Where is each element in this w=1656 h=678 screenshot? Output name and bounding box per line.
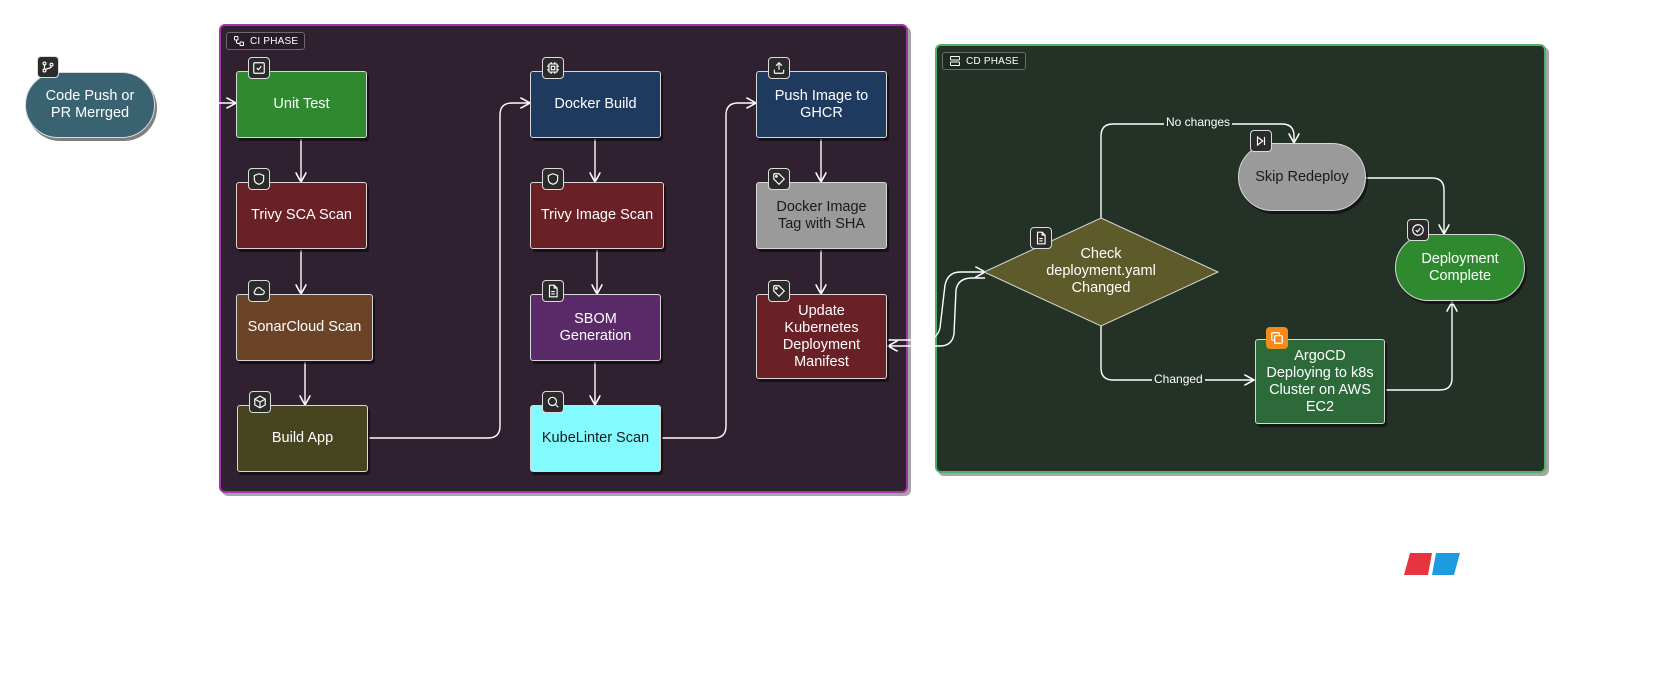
- skip-redeploy-icon-badge: [1250, 130, 1272, 152]
- sbom-label: SBOM Generation: [559, 310, 632, 344]
- update-manifest-node[interactable]: Update Kubernetes Deployment Manifest: [756, 294, 887, 379]
- push-image-icon-badge: [768, 57, 790, 79]
- deployment-complete-label: Deployment Complete: [1421, 250, 1499, 284]
- copy-icon: [1271, 332, 1283, 344]
- trigger-node[interactable]: Code Push or PR Merrged: [25, 72, 155, 138]
- trivy-image-icon-badge: [542, 168, 564, 190]
- workflow-icon: [234, 36, 244, 46]
- trivy-image-label: Trivy Image Scan: [540, 207, 654, 223]
- sbom-node[interactable]: SBOM Generation: [530, 294, 661, 361]
- trivy-image-node[interactable]: Trivy Image Scan: [530, 182, 664, 249]
- cloud-icon: [253, 287, 265, 296]
- edge-label-changed: Changed: [1152, 372, 1205, 386]
- unit-test-icon-badge: [248, 57, 270, 79]
- ci-phase-label-text: CI PHASE: [250, 35, 299, 47]
- argocd-label: ArgoCD Deploying to k8s Cluster on AWS E…: [1266, 347, 1374, 415]
- ci-phase-label: CI PHASE: [226, 32, 306, 50]
- argocd-icon-badge: [1266, 327, 1288, 349]
- git-branch-icon: [42, 61, 54, 73]
- trivy-sca-icon-badge: [248, 168, 270, 190]
- trivy-sca-label: Trivy SCA Scan: [251, 207, 352, 223]
- docker-tag-node[interactable]: Docker Image Tag with SHA: [756, 182, 887, 249]
- docker-build-label: Docker Build: [554, 96, 637, 112]
- skip-forward-icon: [1256, 135, 1266, 147]
- cpu-icon: [547, 62, 559, 74]
- trigger-label: Code Push or PR Merrged: [45, 88, 135, 121]
- unit-test-label: Unit Test: [273, 96, 330, 112]
- build-app-node[interactable]: Build App: [237, 405, 368, 472]
- tag-icon: [773, 285, 786, 298]
- package-icon: [254, 395, 266, 409]
- argocd-node[interactable]: ArgoCD Deploying to k8s Cluster on AWS E…: [1255, 339, 1385, 424]
- build-app-label: Build App: [271, 430, 334, 446]
- sbom-icon-badge: [542, 280, 564, 302]
- file-text-icon: [1036, 231, 1046, 245]
- update-manifest-label: Update Kubernetes Deployment Manifest: [782, 302, 861, 370]
- search-icon: [547, 396, 559, 408]
- kubelinter-label: KubeLinter Scan: [541, 430, 650, 446]
- update-manifest-icon-badge: [768, 280, 790, 302]
- check-circle-icon: [1412, 224, 1424, 236]
- docker-build-node[interactable]: Docker Build: [530, 71, 661, 138]
- shield-icon: [253, 173, 265, 185]
- push-image-label: Push Image to GHCR: [774, 87, 869, 121]
- trigger-icon-badge: [37, 56, 59, 78]
- unit-test-node[interactable]: Unit Test: [236, 71, 367, 138]
- server-icon: [950, 56, 960, 66]
- file-text-icon: [548, 284, 558, 298]
- trivy-sca-node[interactable]: Trivy SCA Scan: [236, 182, 367, 249]
- docker-tag-icon-badge: [768, 168, 790, 190]
- docker-build-icon-badge: [542, 57, 564, 79]
- kubelinter-node[interactable]: KubeLinter Scan: [530, 405, 661, 472]
- docker-tag-label: Docker Image Tag with SHA: [776, 198, 867, 232]
- skip-redeploy-node[interactable]: Skip Redeploy: [1238, 143, 1366, 211]
- skip-redeploy-label: Skip Redeploy: [1255, 168, 1349, 185]
- cd-phase-label-text: CD PHASE: [966, 55, 1019, 67]
- deployment-complete-icon-badge: [1407, 219, 1429, 241]
- edge-label-no-changes: No changes: [1164, 115, 1233, 129]
- push-image-node[interactable]: Push Image to GHCR: [756, 71, 887, 138]
- build-app-icon-badge: [249, 391, 271, 413]
- kubelinter-icon-badge: [542, 391, 564, 413]
- brand-logo: [1404, 553, 1460, 575]
- check-square-icon: [253, 62, 265, 74]
- sonarcloud-label: SonarCloud Scan: [247, 319, 362, 335]
- shield-icon: [547, 173, 559, 185]
- upload-icon: [773, 61, 785, 74]
- decision-icon-badge: [1030, 227, 1052, 249]
- deployment-complete-node[interactable]: Deployment Complete: [1395, 234, 1525, 301]
- cd-phase-label: CD PHASE: [942, 52, 1026, 70]
- tag-icon: [773, 173, 786, 186]
- sonarcloud-icon-badge: [248, 280, 270, 302]
- sonarcloud-node[interactable]: SonarCloud Scan: [236, 294, 373, 361]
